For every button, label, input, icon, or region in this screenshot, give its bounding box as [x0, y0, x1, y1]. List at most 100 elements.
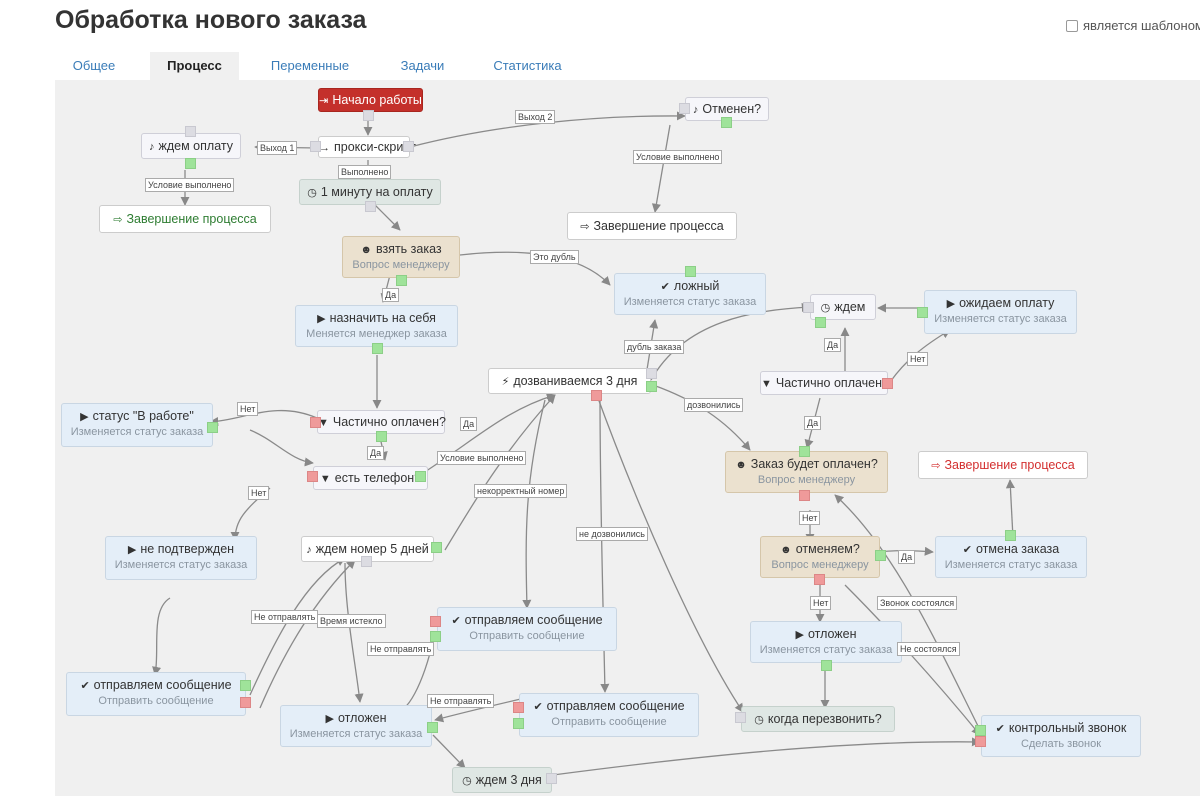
edge-label: Да: [460, 417, 478, 431]
sign-in-icon: ⇥: [319, 95, 329, 107]
tab-process[interactable]: Процесс: [150, 52, 239, 80]
port[interactable]: [685, 266, 696, 277]
port[interactable]: [546, 773, 557, 784]
edge: [344, 562, 364, 703]
port[interactable]: [917, 307, 928, 318]
port[interactable]: [240, 697, 251, 708]
edge: [594, 389, 744, 713]
edge: [652, 384, 751, 451]
edge-label: Да: [898, 550, 916, 564]
port[interactable]: [207, 422, 218, 433]
edge-label: Нет: [907, 352, 929, 366]
postponed-left-node[interactable]: ▶отложен Изменяется статус заказа: [280, 705, 432, 747]
false-status-node[interactable]: ✔ложный Изменяется статус заказа: [614, 273, 766, 315]
port[interactable]: [815, 317, 826, 328]
port[interactable]: [361, 556, 372, 567]
tab-general[interactable]: Общее: [72, 58, 116, 73]
port[interactable]: [415, 471, 426, 482]
control-call-node[interactable]: ✔контрольный звонок Сделать звонок: [981, 715, 1141, 757]
port[interactable]: [975, 736, 986, 747]
cancel-question-node[interactable]: ☻отменяем? Вопрос менеджеру: [760, 536, 880, 578]
port[interactable]: [396, 275, 407, 286]
template-checkbox[interactable]: является шаблоном: [1066, 18, 1200, 33]
process-canvas[interactable]: ⇥Начало работы →прокси-скрипт ♪ждем опла…: [55, 80, 1200, 796]
port[interactable]: [513, 718, 524, 729]
will-be-paid-node[interactable]: ☻Заказ будет оплачен? Вопрос менеджеру: [725, 451, 888, 493]
cancel-order-node[interactable]: ✔отмена заказа Изменяется статус заказа: [935, 536, 1087, 578]
edge-label: Условие выполнено: [145, 178, 235, 192]
bell-icon: ♪: [149, 141, 155, 153]
port[interactable]: [376, 431, 387, 442]
when-call-back-node[interactable]: ◷когда перезвонить?: [741, 706, 895, 732]
port[interactable]: [185, 158, 196, 169]
port[interactable]: [821, 660, 832, 671]
port[interactable]: [185, 126, 196, 137]
port[interactable]: [646, 381, 657, 392]
edge-label: Нет: [248, 486, 270, 500]
port[interactable]: [814, 574, 825, 585]
port[interactable]: [975, 725, 986, 736]
port[interactable]: [430, 616, 441, 627]
port[interactable]: [430, 631, 441, 642]
postponed-right-node[interactable]: ▶отложен Изменяется статус заказа: [750, 621, 902, 663]
send-message-mid-node[interactable]: ✔отправляем сообщение Отправить сообщени…: [437, 607, 617, 651]
port[interactable]: [403, 141, 414, 152]
dialing-node[interactable]: ⚡дозваниваемся 3 дня: [488, 368, 651, 394]
sign-out-icon: ⇨: [931, 460, 941, 472]
send-message-low-node[interactable]: ✔отправляем сообщение Отправить сообщени…: [519, 693, 699, 737]
edge-label: Выход 2: [515, 110, 556, 124]
port[interactable]: [735, 712, 746, 723]
take-order-node[interactable]: ☻взять заказ Вопрос менеджеру: [342, 236, 460, 278]
partially-paid-right-node[interactable]: ▼Частично оплачен?: [760, 371, 889, 395]
start-node[interactable]: ⇥Начало работы: [318, 88, 423, 112]
end-process-right-node[interactable]: ⇨Завершение процесса: [918, 451, 1088, 479]
port[interactable]: [875, 550, 886, 561]
assign-self-node[interactable]: ▶назначить на себя Меняется менеджер зак…: [295, 305, 458, 347]
port[interactable]: [310, 417, 321, 428]
port[interactable]: [721, 117, 732, 128]
port[interactable]: [1005, 530, 1016, 541]
port[interactable]: [799, 446, 810, 457]
port[interactable]: [365, 201, 376, 212]
has-phone-node[interactable]: ▼есть телефон?: [313, 466, 428, 490]
not-confirmed-node[interactable]: ▶не подтвержден Изменяется статус заказа: [105, 536, 257, 580]
awaiting-payment-node[interactable]: ▶ожидаем оплату Изменяется статус заказа: [924, 290, 1077, 334]
send-message-left-node[interactable]: ✔отправляем сообщение Отправить сообщени…: [66, 672, 246, 716]
one-minute-node[interactable]: ◷1 минуту на оплату: [299, 179, 441, 205]
edge: [432, 734, 466, 769]
end-process-mid-node[interactable]: ⇨Завершение процесса: [567, 212, 737, 240]
wait-payment-node[interactable]: ♪ждем оплату: [141, 133, 241, 159]
port[interactable]: [803, 302, 814, 313]
partially-paid-left-node[interactable]: ▼Частично оплачен?: [317, 410, 446, 434]
check-icon: ✔: [451, 615, 461, 627]
port[interactable]: [799, 490, 810, 501]
port[interactable]: [307, 471, 318, 482]
sign-out-icon: ⇨: [113, 214, 123, 226]
port[interactable]: [372, 343, 383, 354]
port[interactable]: [646, 368, 657, 379]
port[interactable]: [882, 378, 893, 389]
status-in-work-node[interactable]: ▶статус "В работе" Изменяется статус зак…: [61, 403, 213, 447]
edge-label: Нет: [799, 511, 821, 525]
port[interactable]: [363, 110, 374, 121]
edge-label: Условие выполнено: [437, 451, 527, 465]
port[interactable]: [240, 680, 251, 691]
edge: [552, 737, 981, 776]
port[interactable]: [431, 542, 442, 553]
port[interactable]: [310, 141, 321, 152]
tab-statistics[interactable]: Статистика: [493, 58, 562, 73]
tab-variables[interactable]: Переменные: [270, 58, 350, 73]
port[interactable]: [679, 103, 690, 114]
checkbox-box[interactable]: [1066, 19, 1078, 32]
wait-3-days-node[interactable]: ◷ждем 3 дня: [452, 767, 552, 793]
check-icon: ✔: [80, 680, 90, 692]
clock-icon: ◷: [820, 302, 831, 314]
port[interactable]: [513, 702, 524, 713]
port[interactable]: [427, 722, 438, 733]
edge: [249, 429, 314, 467]
tab-tasks[interactable]: Задачи: [400, 58, 445, 73]
port[interactable]: [591, 390, 602, 401]
proxy-node[interactable]: →прокси-скрипт: [318, 136, 416, 158]
waiting-node[interactable]: ◷ждем: [810, 294, 876, 320]
end-process-left-node[interactable]: ⇨Завершение процесса: [99, 205, 271, 233]
